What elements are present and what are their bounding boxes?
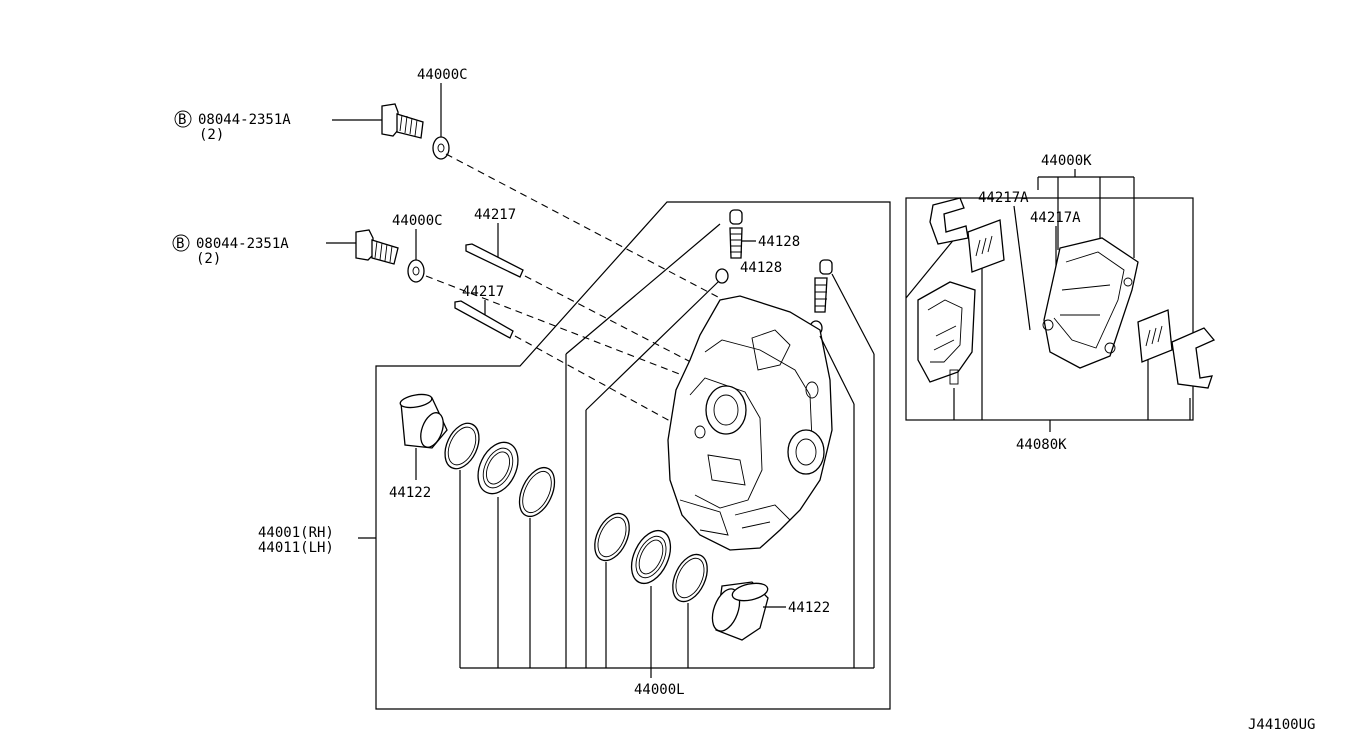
guide-pin-upper-label: 44217 <box>474 207 516 223</box>
bolt-top-qty: (2) <box>199 127 224 143</box>
seal-right-1 <box>594 512 630 562</box>
seal-left-2 <box>477 441 519 495</box>
pad-clip-right <box>1171 327 1216 389</box>
shim-right <box>1137 309 1173 363</box>
bolt-top: B 08044-2351A (2) <box>174 103 424 143</box>
guide-pin-upper: 44217 <box>465 207 524 278</box>
washer-mid: 44000C <box>392 213 443 283</box>
bolt-top-symbol: B <box>178 112 186 128</box>
piston-left-label: 44122 <box>389 485 431 501</box>
bleeder-2-label: 44128 <box>740 260 782 276</box>
washer-top: 44000C <box>417 67 468 160</box>
alignment-lines <box>425 153 736 433</box>
seal-left-1 <box>444 422 480 470</box>
bleeder-1-label: 44128 <box>758 234 800 250</box>
caliper-label: 44001(RH) 44011(LH) <box>258 525 376 556</box>
caliper-rh-label: 44001(RH) <box>258 525 334 541</box>
pad-clip-left <box>929 197 969 245</box>
seal-right-2 <box>630 529 672 585</box>
shim-2-label: 44217A <box>1030 210 1081 226</box>
piston-right-label: 44122 <box>788 600 830 616</box>
bolt-top-code: 08044-2351A <box>198 112 291 128</box>
seal-kit-label: 44000L <box>634 682 685 698</box>
caliper-lh-label: 44011(LH) <box>258 540 334 556</box>
caliper-body <box>667 295 833 551</box>
pad-set-label: 44080K <box>1016 437 1067 453</box>
seal-left-3 <box>518 466 556 518</box>
brake-pad-inner <box>1042 237 1139 369</box>
seal-right-3 <box>672 553 708 603</box>
bolt-mid: B 08044-2351A (2) <box>172 229 399 267</box>
seal-kit-leaders: 44000L <box>459 223 875 698</box>
pad-kit-callouts: 44000K 44217A 44217A 44080K <box>905 153 1191 453</box>
bolt-mid-qty: (2) <box>196 251 221 267</box>
piston-left: 44122 <box>389 393 448 501</box>
guide-pin-lower: 44217 <box>454 284 514 339</box>
guide-pin-lower-label: 44217 <box>462 284 504 300</box>
anti-rattle-spring <box>917 281 976 385</box>
diagram-id: J44100UG <box>1248 717 1315 733</box>
washer-top-label: 44000C <box>417 67 468 83</box>
shim-left <box>967 219 1005 273</box>
shim-1-label: 44217A <box>978 190 1029 206</box>
caliper-assembly-frame <box>375 201 891 710</box>
pad-kit-label: 44000K <box>1041 153 1092 169</box>
washer-mid-label: 44000C <box>392 213 443 229</box>
bolt-mid-symbol: B <box>176 236 184 252</box>
piston-right: 44122 <box>711 581 830 641</box>
bleeder-screw-1: 44128 <box>715 209 800 284</box>
bolt-mid-code: 08044-2351A <box>196 236 289 252</box>
